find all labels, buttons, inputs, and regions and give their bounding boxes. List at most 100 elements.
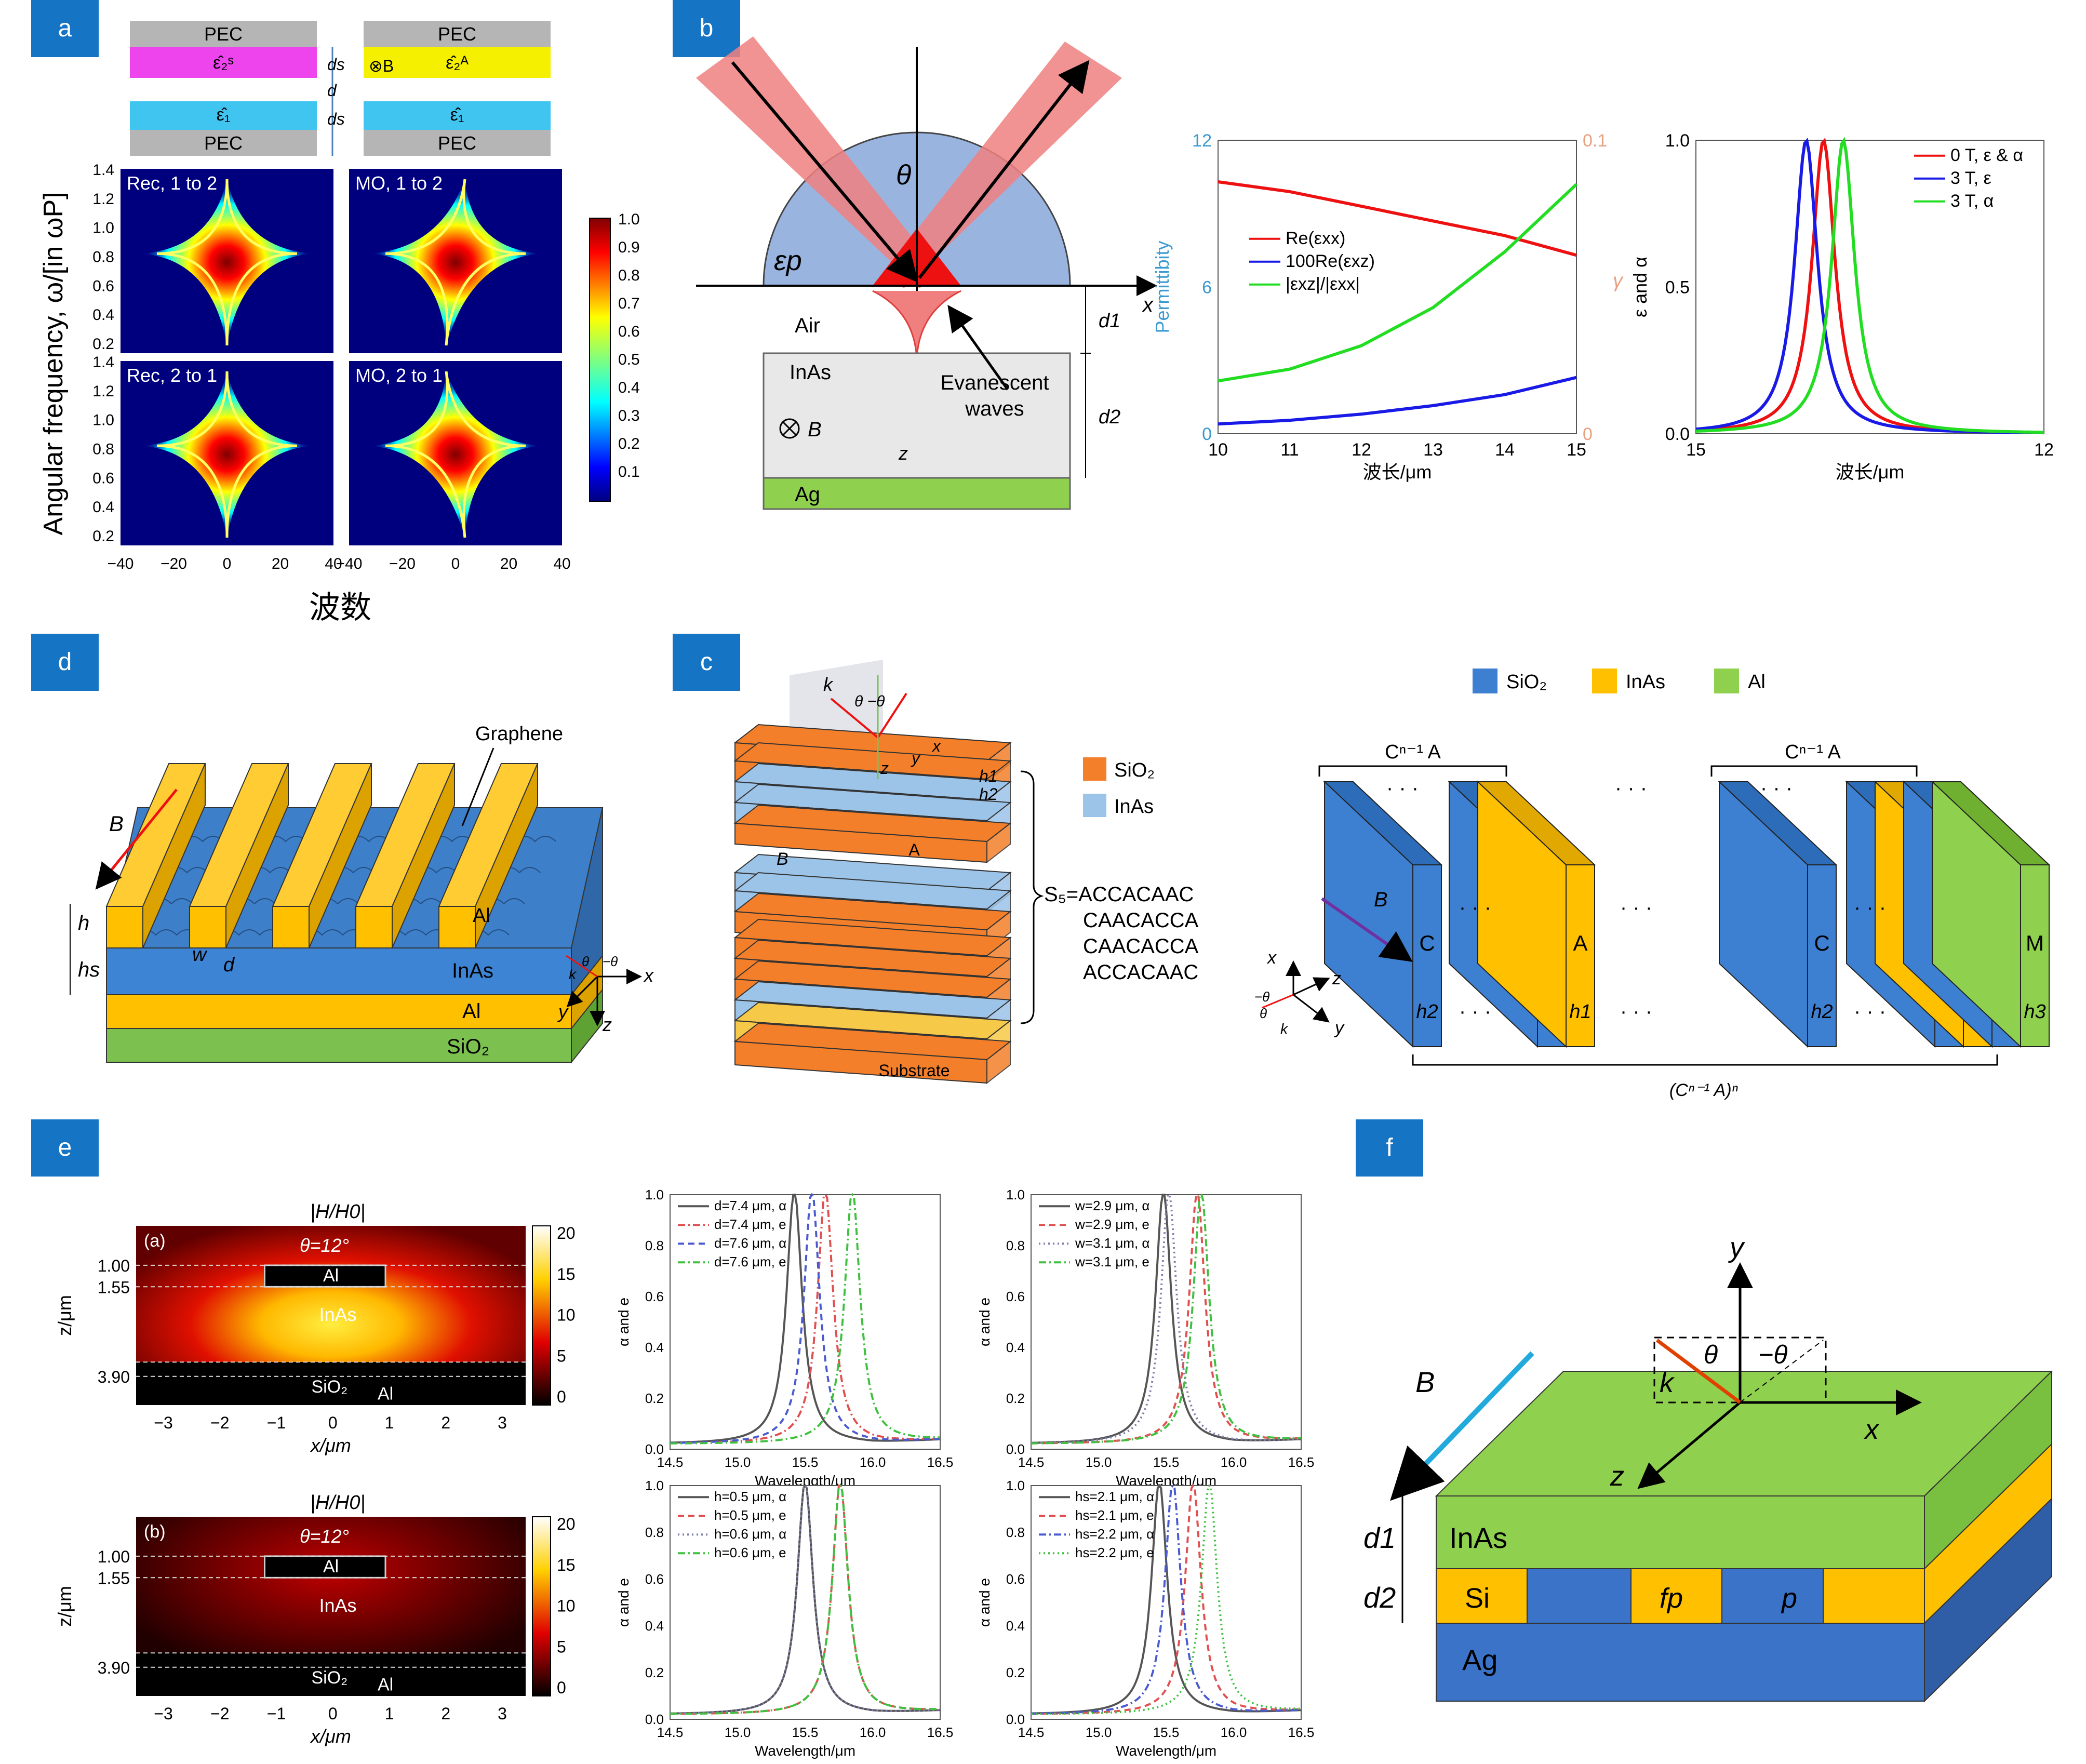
d-hs-label: hs bbox=[78, 958, 100, 981]
cbar-tick: 5 bbox=[557, 1346, 566, 1365]
cbar-tick: 0.2 bbox=[618, 435, 640, 452]
theta-label: θ bbox=[896, 159, 911, 191]
c-axis-x: x bbox=[931, 737, 941, 755]
panel-a: PEC ε̂₂ˢ ε̂₁ PEC ds d ds PEC ε̂₂ᴬ ⊗B ε̂₁… bbox=[38, 21, 640, 625]
c-b-label: B bbox=[777, 849, 788, 869]
slab-label: M bbox=[2026, 931, 2044, 955]
x-axis-label: x/μm bbox=[310, 1435, 351, 1456]
ytick-label: 0.4 bbox=[645, 1618, 664, 1634]
brace-1-label: Cⁿ⁻¹ A bbox=[1385, 741, 1441, 763]
band-curves bbox=[385, 179, 526, 346]
xtick-label: 15 bbox=[1686, 440, 1706, 460]
svg-text:f: f bbox=[1386, 1134, 1393, 1161]
air-label: Air bbox=[795, 314, 820, 337]
xtick-label: 16.0 bbox=[1221, 1725, 1247, 1740]
panel-c-slabs: SiO₂ InAs Al Ch2Ch2Ah1Ch2Ch2Ah1Ch2Mh3· ·… bbox=[1254, 669, 2051, 1100]
band-curves bbox=[156, 371, 298, 538]
ellipsis: · · · bbox=[1620, 896, 1652, 919]
svg-text:x: x bbox=[643, 965, 654, 986]
xtick-label: 10 bbox=[1208, 440, 1228, 460]
xtick-label: 15.0 bbox=[1086, 1725, 1112, 1740]
ytick-label: 1.0 bbox=[1006, 1187, 1025, 1202]
cbar-tick: 0.7 bbox=[618, 295, 640, 312]
band-glow bbox=[141, 179, 313, 345]
svg-text:θ: θ bbox=[582, 954, 589, 969]
f-d1-label: d1 bbox=[1363, 1521, 1396, 1554]
xtick-label: 13 bbox=[1423, 440, 1443, 460]
f-theta-label: θ bbox=[1704, 1340, 1718, 1369]
xtick-label: 15.0 bbox=[1086, 1454, 1112, 1470]
xtick-label: 14.5 bbox=[1018, 1454, 1045, 1470]
graphene-pointer bbox=[461, 747, 494, 826]
ellipsis: · · · bbox=[1459, 1000, 1491, 1023]
ellipsis: · · · bbox=[1620, 1000, 1652, 1023]
xtick-label: 0 bbox=[223, 555, 232, 572]
f-si-block-3 bbox=[1823, 1568, 1925, 1624]
map-title: |H/H0| bbox=[310, 1201, 365, 1223]
svg-text:y: y bbox=[557, 1001, 569, 1022]
al-bottom-label: Al bbox=[378, 1675, 393, 1695]
svg-text:k: k bbox=[569, 966, 577, 982]
eps2s-layer bbox=[130, 47, 317, 78]
cbar-tick: 20 bbox=[557, 1224, 576, 1242]
legend-label: h=0.6 μm, e bbox=[714, 1545, 786, 1560]
x-axis-label: 波长/μm bbox=[1836, 461, 1905, 483]
ytick-label: 0.4 bbox=[1006, 1618, 1025, 1634]
map-title: Rec, 1 to 2 bbox=[127, 172, 217, 194]
map-title: MO, 1 to 2 bbox=[355, 172, 443, 194]
map-tag: (a) bbox=[144, 1231, 166, 1251]
ds-label: ds bbox=[327, 55, 345, 74]
field-colorbar bbox=[532, 1225, 551, 1406]
x-tick: 2 bbox=[441, 1413, 450, 1432]
legend-label: w=2.9 μm, e bbox=[1075, 1217, 1149, 1232]
brace-bottom-label: (Cⁿ⁻¹ A)ⁿ bbox=[1669, 1080, 1738, 1100]
inas-front bbox=[106, 947, 572, 995]
al-bar-front bbox=[106, 906, 143, 948]
eps1-layer-left bbox=[130, 101, 317, 130]
legend-label: hs=2.1 μm, e bbox=[1075, 1507, 1154, 1523]
xtick-label: 14.5 bbox=[657, 1725, 684, 1740]
f-inas-label: InAs bbox=[1449, 1521, 1507, 1554]
svg-text:e: e bbox=[58, 1134, 72, 1161]
plot-frame bbox=[1031, 1485, 1302, 1720]
cbar-tick: 0.1 bbox=[618, 463, 640, 480]
slab-h-label: h2 bbox=[1416, 1001, 1438, 1023]
legend-label: |εxz|/|εxx| bbox=[1286, 274, 1360, 294]
svg-text:θ: θ bbox=[1260, 1006, 1267, 1021]
z-tick: 1.55 bbox=[98, 1569, 130, 1587]
d-al-label: Al bbox=[462, 1000, 481, 1023]
map-title: |H/H0| bbox=[310, 1492, 365, 1514]
legend-label: d=7.6 μm, e bbox=[714, 1254, 786, 1269]
al-bar-front bbox=[438, 906, 476, 948]
field-colorbar bbox=[532, 1516, 551, 1696]
eps1-label-right: ε̂₁ bbox=[450, 105, 464, 125]
ytick-label: 6 bbox=[1202, 277, 1212, 297]
al-front bbox=[106, 994, 572, 1029]
inas-label: InAs bbox=[790, 361, 831, 384]
svg-text:−θ: −θ bbox=[1254, 989, 1269, 1005]
ytick-label: 0.8 bbox=[92, 441, 114, 458]
legend-right-inas: InAs bbox=[1626, 671, 1665, 693]
series-line bbox=[670, 1484, 941, 1715]
series-line bbox=[1031, 1194, 1301, 1445]
ytick-label: 0.5 bbox=[1665, 277, 1690, 297]
c-k-reflected bbox=[877, 692, 907, 739]
b-field-symbol bbox=[779, 418, 800, 439]
y-axis-right-label: γ bbox=[1613, 270, 1624, 292]
svg-text:x: x bbox=[1266, 948, 1277, 968]
eps2a-layer bbox=[364, 47, 551, 78]
ytick-label: 0.6 bbox=[645, 1289, 664, 1304]
inas-label: InAs bbox=[319, 1595, 357, 1616]
d-axes: x y z k θ −θ bbox=[557, 954, 654, 1035]
field-map-substrate bbox=[136, 1362, 526, 1405]
panel-d: Al InAs Al SiO₂ Graphene B h hs w d x y … bbox=[70, 723, 654, 1064]
slab-label: C bbox=[1814, 931, 1829, 955]
ytick-label: 0.6 bbox=[645, 1571, 664, 1587]
al-bar-side bbox=[392, 763, 455, 948]
xtick-label: 11 bbox=[1280, 440, 1299, 460]
